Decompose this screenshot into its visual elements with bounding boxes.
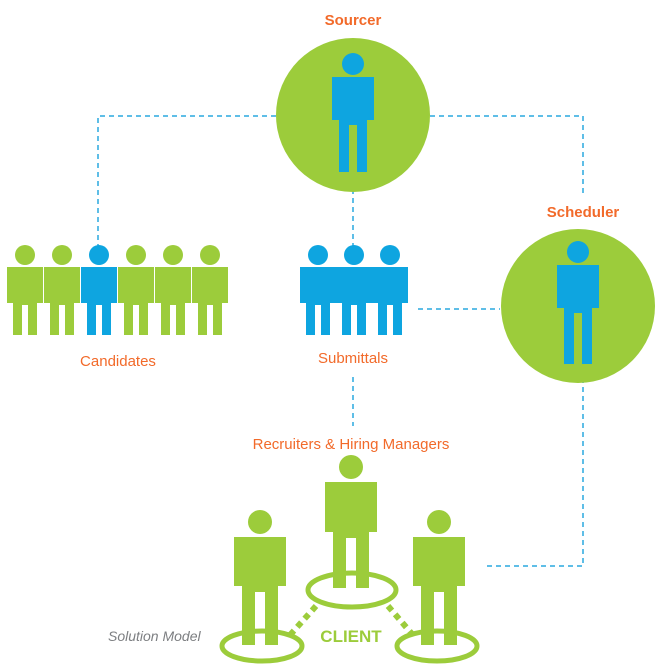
candidate-person-icon bbox=[81, 245, 117, 335]
scheduler-label: Scheduler bbox=[547, 204, 620, 221]
submittal-person-icon bbox=[336, 245, 372, 335]
diagram-caption: Solution Model bbox=[108, 628, 201, 644]
candidate-figures bbox=[7, 245, 228, 335]
client-label: CLIENT bbox=[320, 627, 382, 646]
connector-scheduler-client bbox=[485, 378, 584, 567]
client-person-icon-left bbox=[234, 510, 286, 645]
client-rings bbox=[219, 570, 480, 664]
candidate-person-icon bbox=[192, 245, 228, 335]
connector-sourcer-candidates bbox=[97, 115, 276, 252]
sourcer-label: Sourcer bbox=[325, 12, 382, 29]
scheduler-person-icon bbox=[557, 241, 599, 364]
candidate-person-icon bbox=[44, 245, 80, 335]
client-ring-right bbox=[394, 628, 480, 664]
submittal-person-icon bbox=[300, 245, 336, 335]
candidate-person-icon bbox=[155, 245, 191, 335]
client-person-icon-center bbox=[325, 455, 377, 588]
submittal-person-icon bbox=[372, 245, 408, 335]
sourcer-person-icon bbox=[332, 53, 374, 172]
client-person-icon-right bbox=[413, 510, 465, 645]
submittal-figures bbox=[300, 245, 408, 335]
candidate-person-icon bbox=[118, 245, 154, 335]
client-ring-left bbox=[219, 628, 305, 664]
connector-sourcer-scheduler bbox=[430, 115, 584, 194]
candidates-label: Candidates bbox=[80, 353, 156, 370]
candidate-person-icon bbox=[7, 245, 43, 335]
client-ring-center bbox=[305, 570, 399, 610]
recruiters-label: Recruiters & Hiring Managers bbox=[253, 436, 450, 453]
submittals-label: Submittals bbox=[318, 350, 388, 367]
